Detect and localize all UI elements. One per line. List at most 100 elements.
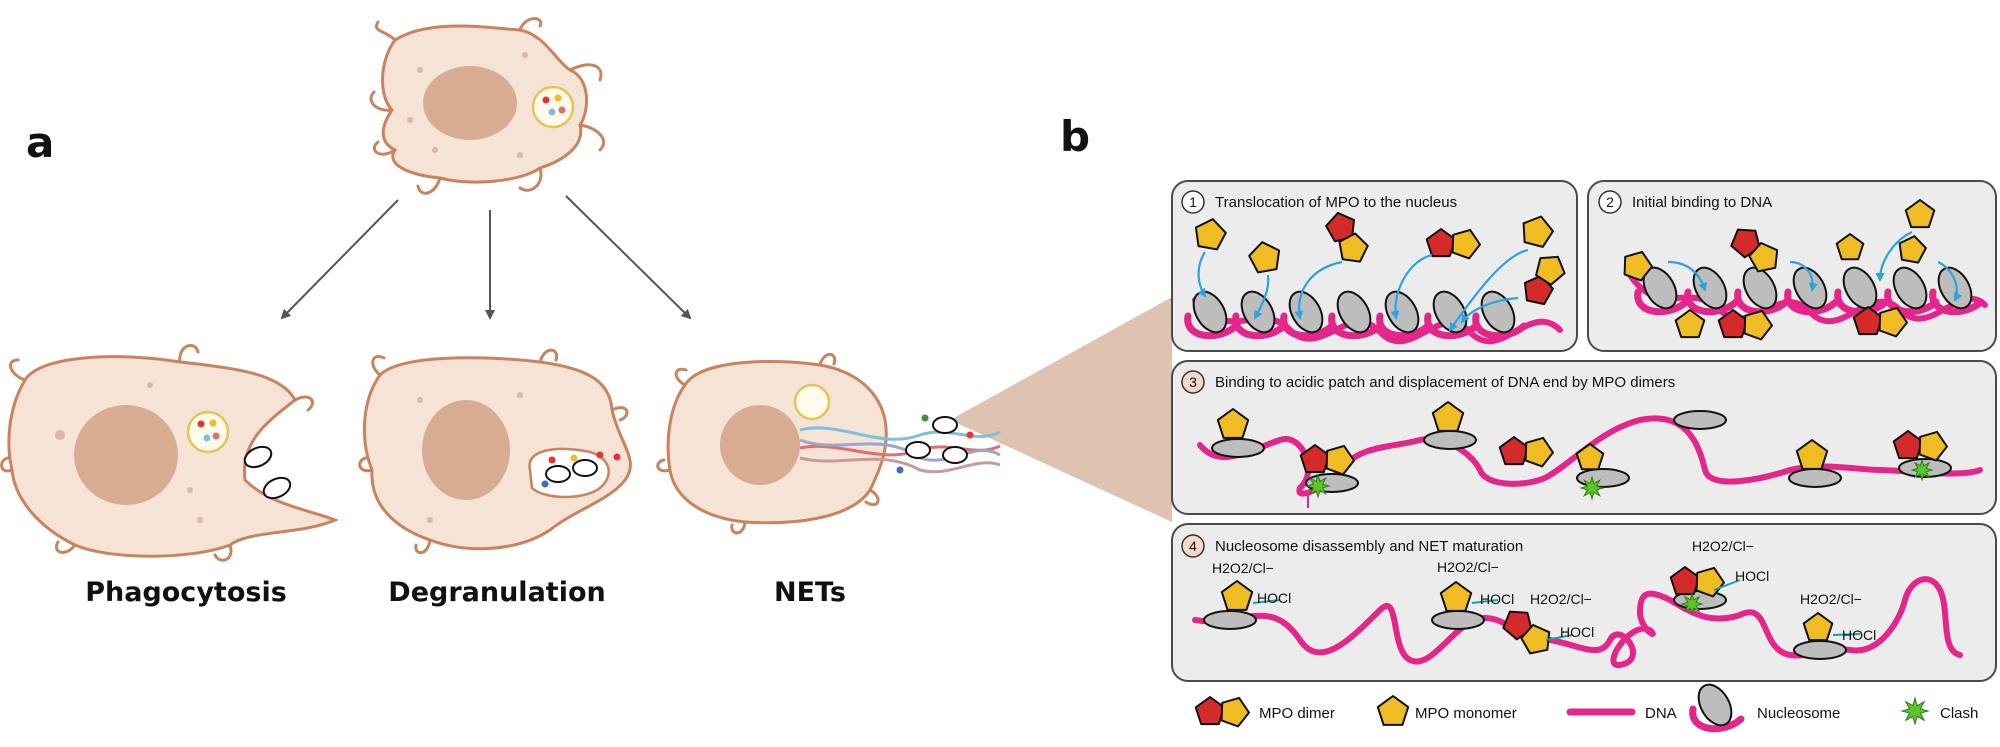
dna-wrap bbox=[1232, 312, 1288, 340]
step-3-title: Binding to acidic patch and displacement… bbox=[1215, 374, 1675, 391]
translocation-arrow bbox=[1937, 261, 1963, 302]
reaction-arrow bbox=[1832, 633, 1861, 636]
mpo-monomer bbox=[1898, 235, 1927, 264]
mpo-monomer bbox=[1194, 218, 1227, 251]
step-4-title: Nucleosome disassembly and NET maturatio… bbox=[1215, 538, 1523, 555]
step-1-title: Translocation of MPO to the nucleus bbox=[1215, 194, 1457, 211]
dna-wrap bbox=[1929, 288, 1985, 316]
label-phagocytosis: Phagocytosis bbox=[85, 577, 287, 608]
mpo-dimer-yellow-subunit bbox=[1524, 436, 1554, 468]
translocation-arrow bbox=[1197, 251, 1207, 298]
translocation-arrow bbox=[1667, 260, 1708, 292]
nucleosome bbox=[1211, 438, 1265, 458]
reaction-reactant-2: H2O2/Cl− bbox=[1437, 559, 1499, 575]
dna-wrap bbox=[1328, 312, 1384, 340]
nucleosome bbox=[1288, 290, 1324, 334]
nucleosome bbox=[1336, 290, 1372, 334]
mpo-dimer-yellow-subunit bbox=[1535, 255, 1566, 286]
mpo-monomer bbox=[1575, 443, 1605, 471]
mpo-monomer bbox=[1220, 580, 1254, 611]
nucleosome bbox=[1697, 683, 1733, 727]
legend-nucleosome-label: Nucleosome bbox=[1757, 705, 1840, 722]
step-1-header: 1 Translocation of MPO to the nucleus bbox=[1181, 190, 1457, 214]
nucleosome bbox=[1480, 290, 1516, 334]
molecular-illustrations bbox=[1184, 199, 1988, 733]
nucleosome bbox=[1576, 468, 1630, 488]
dna-wrap bbox=[1634, 288, 1690, 316]
step-4-number: 4 bbox=[1189, 538, 1197, 554]
neutrophil-nets bbox=[656, 352, 1001, 535]
neutrophil-top bbox=[369, 17, 606, 195]
reaction-arrow bbox=[1471, 599, 1499, 604]
dna-wrap bbox=[1784, 288, 1840, 316]
dna-wrap bbox=[1689, 705, 1745, 733]
legend-mpo-dimer-label: MPO dimer bbox=[1259, 705, 1335, 722]
reaction-reactant-5: H2O2/Cl− bbox=[1800, 591, 1862, 607]
reaction-arrow bbox=[1713, 579, 1741, 591]
net-fibers bbox=[799, 414, 1001, 474]
panel-b-letter: b bbox=[1060, 112, 1091, 161]
bacterium-1 bbox=[243, 445, 273, 469]
mpo-dimer-yellow-subunit bbox=[1743, 309, 1773, 341]
legend: MPO dimer MPO monomer DNA Nucleosome Cla… bbox=[1259, 705, 1978, 722]
nucleosome bbox=[1384, 290, 1420, 334]
nucleosome bbox=[1788, 468, 1842, 488]
mpo-monomer bbox=[1248, 241, 1281, 274]
dna-open bbox=[1192, 576, 1963, 668]
translocation-arrow bbox=[1789, 260, 1818, 292]
step-4-header: 4 Nucleosome disassembly and NET maturat… bbox=[1181, 534, 1523, 558]
dna-wrap bbox=[1424, 312, 1480, 340]
step-3-header: 3 Binding to acidic patch and displaceme… bbox=[1181, 370, 1675, 394]
mpo-dimer-yellow-subunit bbox=[1748, 242, 1779, 273]
step-2-header: 2 Initial binding to DNA bbox=[1598, 190, 1772, 214]
clash-marker bbox=[1680, 592, 1704, 616]
legend-dna-label: DNA bbox=[1645, 705, 1677, 722]
neutrophil-phagocytosis bbox=[0, 343, 339, 562]
mpo-monomer bbox=[1522, 215, 1554, 248]
nucleosome bbox=[1692, 266, 1728, 310]
mpo-monomer bbox=[1674, 309, 1706, 339]
nucleosome bbox=[1892, 266, 1928, 310]
step-2-number: 2 bbox=[1606, 194, 1614, 210]
nucleosome bbox=[1203, 610, 1257, 630]
mpo-monomer bbox=[1216, 408, 1250, 439]
dna-wrap bbox=[1834, 288, 1890, 316]
mpo-dimer-yellow-subunit bbox=[1520, 624, 1551, 655]
reaction-reactant-3: H2O2/Cl− bbox=[1530, 591, 1592, 607]
reaction-product-2: HOCl bbox=[1480, 591, 1514, 607]
reaction-arrow bbox=[1545, 634, 1573, 641]
clash-marker bbox=[1579, 475, 1605, 501]
mpo-dimer-yellow-subunit bbox=[1918, 430, 1948, 462]
reaction-reactant-4: H2O2/Cl− bbox=[1692, 538, 1754, 554]
mpo-monomer bbox=[1623, 250, 1653, 282]
clash-marker bbox=[1910, 458, 1934, 482]
step-3-number: 3 bbox=[1189, 374, 1197, 390]
label-degranulation: Degranulation bbox=[388, 577, 606, 608]
mpo-monomer bbox=[1835, 233, 1865, 261]
nucleosome bbox=[1742, 266, 1778, 310]
reaction-reactant-1: H2O2/Cl− bbox=[1212, 560, 1274, 576]
neutrophil-degranulation bbox=[358, 348, 632, 555]
translocation-arrow bbox=[1448, 248, 1529, 332]
step-1-number: 1 bbox=[1189, 194, 1197, 210]
arrow-to-phagocytosis bbox=[280, 199, 399, 320]
mpo-dimer-yellow-subunit bbox=[1451, 228, 1481, 260]
mpo-monomer bbox=[1439, 581, 1473, 612]
translocation-arrow bbox=[1294, 260, 1343, 320]
dna-wrap bbox=[1280, 312, 1336, 340]
nucleosome bbox=[1793, 640, 1847, 660]
translocation-arrow bbox=[1460, 296, 1519, 324]
reaction-labels: H2O2/Cl− HOCl H2O2/Cl− HOCl H2O2/Cl− HOC… bbox=[1212, 538, 1876, 643]
dna-wrap bbox=[1376, 312, 1432, 340]
reaction-product-5: HOCl bbox=[1842, 627, 1876, 643]
dna-wrap bbox=[1472, 312, 1528, 340]
dna-wrap bbox=[1684, 288, 1740, 316]
step-1-box bbox=[1171, 180, 1578, 352]
mpo-monomer bbox=[1802, 612, 1834, 642]
mpo-dimer-yellow-subunit bbox=[1220, 696, 1250, 728]
mpo-dimer-yellow-subunit bbox=[1878, 306, 1908, 338]
reaction-product-4: HOCl bbox=[1735, 568, 1769, 584]
mpo-dimer-red-subunit bbox=[1194, 696, 1226, 726]
